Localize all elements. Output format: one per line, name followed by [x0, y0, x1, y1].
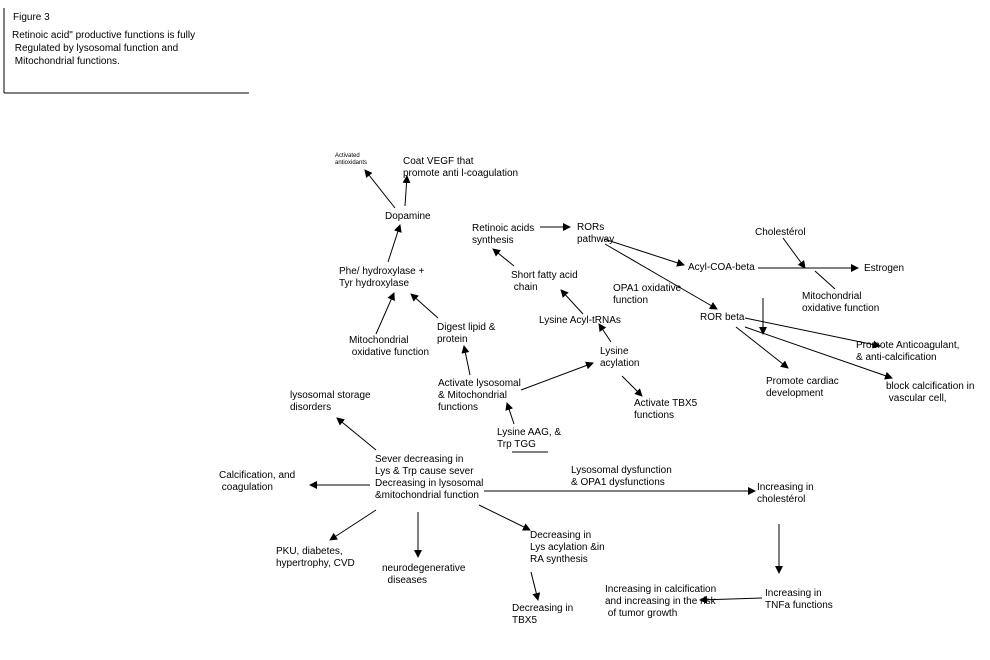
caption-line-3: Mitochondrial functions. [12, 56, 120, 67]
node-promote-cardiac: Promote cardiac development [766, 376, 839, 399]
node-activate-tbx5: Activate TBX5 functions [634, 398, 698, 421]
node-mito-oxidative-right: Mitochondrial oxidative function [802, 291, 880, 314]
arrow-mito-phe [375, 292, 395, 335]
node-lysosomal-storage: lysosomal storage disorders [290, 390, 371, 413]
node-sever-decreasing: Sever decreasing in Lys & Trp cause seve… [375, 454, 484, 501]
arrow-acyltrna-shortfatty [560, 289, 584, 315]
arrow-tnfa-calcification [699, 595, 763, 604]
node-lysosomal-dysfunction: Lysosomal dysfunction & OPA1 dysfunction… [571, 465, 672, 488]
caption-line-1: Retinoic acid" productive functions is f… [12, 30, 196, 41]
node-short-fatty-acid: Short fatty acid chain [511, 270, 578, 293]
node-pku: PKU, diabetes, hypertrophy, CVD [276, 546, 355, 569]
node-rors-pathway: RORs pathway [577, 222, 615, 245]
arrow-sever-storage [336, 417, 377, 451]
arrow-activate-digest [461, 345, 471, 376]
arrow-phe-dopamine [387, 224, 402, 263]
node-lysine-aag: Lysine AAG, & Trp TGG [497, 427, 562, 450]
node-neurodegenerative: neurodegenerative diseases [382, 563, 466, 586]
node-cholesterol-top: Cholestérol [755, 227, 806, 238]
node-coat-vegf: Coat VEGF that promote anti l-coagulatio… [403, 156, 519, 179]
node-calcification-coagulation: Calcification, and coagulation [219, 470, 296, 493]
arrow-sever-pku [329, 509, 377, 541]
arrow-lysineacylation-tbx5 [621, 375, 643, 397]
node-retinoic-synthesis: Retinoic acids synthesis [472, 223, 535, 246]
arrow-digest-phe [410, 293, 439, 319]
arrow-rors-rorbeta [604, 243, 718, 310]
arrow-shortfatty-retinoic [492, 248, 515, 267]
arrow-rorbeta-cardiac [735, 326, 789, 369]
node-promote-anticoagulant: Promote Anticoagulant, & anti-calcificat… [856, 340, 960, 363]
node-increasing-cholesterol: Increasing in cholestérol [757, 482, 814, 505]
arrow-lysineaag-activate [505, 402, 515, 425]
node-mito-oxidative-left: Mitochondrial oxidative function [349, 335, 430, 358]
arrow-dopamine-antioxidants [364, 169, 396, 209]
node-increasing-calcification: Increasing in calcification and increasi… [605, 584, 717, 619]
arrow-rorbeta-block [744, 326, 893, 380]
figure-title: Figure 3 [13, 12, 50, 23]
arrow-rorbeta-anticoag [744, 317, 881, 349]
node-dopamine: Dopamine [385, 211, 431, 222]
node-estrogen: Estrogen [864, 263, 905, 274]
caption-line-2: Regulated by lysosomal function and [12, 43, 179, 54]
node-decreasing-lys-acylation: Decreasing in Lys acylation &in RA synth… [530, 530, 605, 565]
node-decreasing-tbx5: Decreasing in TBX5 [512, 603, 574, 626]
node-lysine-acylation: Lysine acylation [600, 346, 640, 369]
node-lysine-acyl-trnas: Lysine Acyl-tRNAs [539, 315, 621, 326]
node-ror-beta: ROR beta [700, 312, 745, 323]
arrow-lysineacylation-acyltrna [598, 323, 612, 343]
line-mito-right [814, 270, 836, 290]
arrow-dopamine-vegf [402, 175, 411, 207]
node-acyl-coa-beta: Acyl-COA-beta [688, 262, 755, 273]
node-activated-antioxidants: Activated antioxidants [335, 153, 368, 166]
arrow-rors-acylcoa [603, 238, 685, 267]
node-block-calcification: block calcification in vascular cell, [886, 381, 975, 404]
node-opa1-oxidative: OPA1 oxidative function [613, 283, 682, 306]
arrow-sever-decreasing [478, 504, 531, 531]
node-activate-lysosomal: Activate lysosomal & Mitochondrial funct… [438, 378, 521, 413]
arrow-activate-lysineacylation [520, 361, 594, 391]
node-phe-tyr: Phe/ hydroxylase + Tyr hydroxylase [339, 266, 425, 289]
arrow-cholesterol-mid [782, 237, 806, 269]
arrow-decreasing-tbx5 [530, 571, 541, 601]
node-increasing-tnfa: Increasing in TNFa functions [765, 588, 833, 611]
node-digest-lipid: Digest lipid & protein [437, 322, 496, 345]
